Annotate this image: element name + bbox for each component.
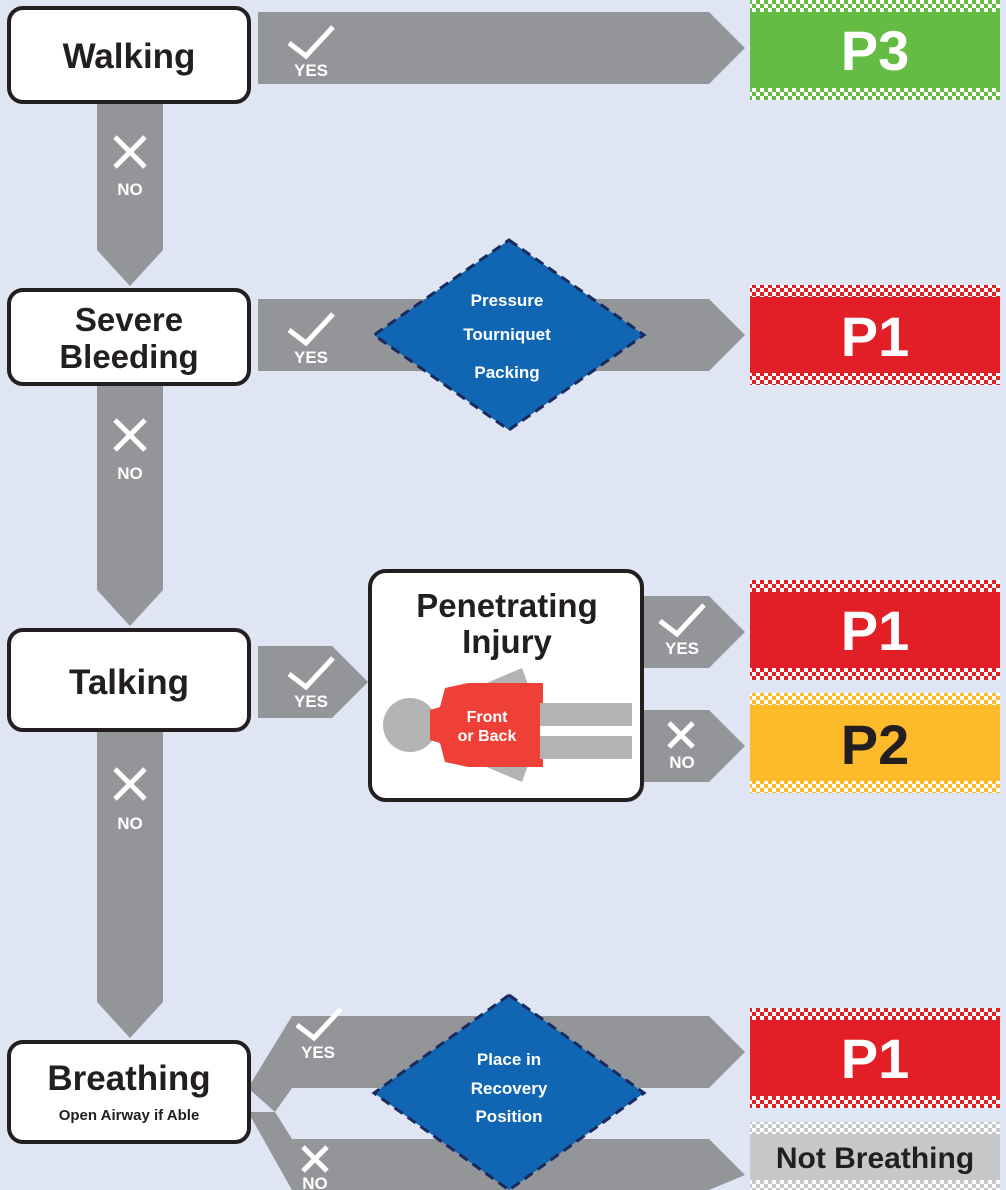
step-label-talking: Talking: [69, 663, 189, 702]
step-label-penetrating-line1: Penetrating: [416, 587, 598, 624]
step-label-breathing: Breathing: [47, 1059, 210, 1098]
step-label-walking: Walking: [63, 37, 196, 76]
cross-icon: [301, 1145, 329, 1173]
down-arrow-walking: [97, 98, 163, 286]
body-figure-icon: [383, 668, 632, 782]
no-label-walking: NO: [117, 180, 143, 199]
outcome-label-p3-walking: [750, 0, 1000, 100]
check-icon: [658, 603, 706, 638]
intervention-bleeding-line1: Pressure: [471, 291, 544, 310]
outcome-label-p1-penetrating: [750, 580, 1000, 680]
intervention-diamond-bleeding: [371, 238, 647, 432]
outcome-label-not-breathing: [750, 1122, 1000, 1190]
yes-arrow-penetrating: [642, 596, 745, 668]
yes-arrow-walking: [258, 12, 745, 84]
yes-label-penetrating: YES: [665, 639, 699, 658]
outcome-label-p1-bleeding: [750, 285, 1000, 385]
check-icon: [287, 25, 335, 60]
yes-label-breathing: YES: [301, 1043, 335, 1062]
outcome-text-p1-breathing: P1: [841, 1027, 910, 1090]
step-box-bleeding: [7, 288, 251, 386]
down-arrow-talking: [97, 728, 163, 1038]
outcome-text-p3-walking: P3: [841, 19, 910, 82]
check-icon: [295, 1007, 343, 1042]
check-icon: [287, 312, 335, 347]
step-label-penetrating-line2: Injury: [462, 623, 552, 660]
outcome-text-not-breathing: Not Breathing: [776, 1142, 974, 1175]
cross-icon: [113, 135, 147, 169]
intervention-breathing-line2: Recovery: [471, 1079, 548, 1098]
yes-label-bleeding: YES: [294, 348, 328, 367]
check-icon: [287, 656, 335, 691]
down-arrow-bleeding: [97, 383, 163, 626]
intervention-breathing-line3: Position: [475, 1107, 542, 1126]
step-label-bleeding-line1: Severe: [75, 301, 183, 338]
outcome-label-p1-breathing: [750, 1008, 1000, 1108]
step-sublabel-breathing: Open Airway if Able: [59, 1107, 200, 1124]
yes-label-walking: YES: [294, 61, 328, 80]
step-box-talking: [7, 628, 251, 732]
no-label-breathing: NO: [302, 1174, 328, 1190]
outcome-text-p1-bleeding: P1: [841, 305, 910, 368]
step-box-breathing: [7, 1040, 251, 1144]
no-label-penetrating: NO: [669, 753, 695, 772]
step-label-bleeding-line2: Bleeding: [59, 338, 198, 375]
intervention-bleeding-line2: Tourniquet: [463, 325, 551, 344]
intervention-bleeding-line3: Packing: [474, 363, 539, 382]
yes-label-talking: YES: [294, 692, 328, 711]
intervention-diamond-breathing: [371, 993, 647, 1190]
outcome-text-p1-penetrating: P1: [841, 599, 910, 662]
intervention-breathing-line1: Place in: [477, 1050, 541, 1069]
outcome-text-p2-penetrating: P2: [841, 713, 910, 776]
figure-label-line2: or Back: [458, 728, 517, 745]
step-box-walking: [7, 6, 251, 104]
no-label-bleeding: NO: [117, 464, 143, 483]
figure-label-line1: Front: [467, 709, 509, 726]
outcome-label-p2-penetrating: [750, 693, 1000, 793]
cross-icon: [113, 767, 147, 801]
cross-icon: [113, 418, 147, 452]
no-label-talking: NO: [117, 814, 143, 833]
cross-icon: [667, 721, 695, 749]
